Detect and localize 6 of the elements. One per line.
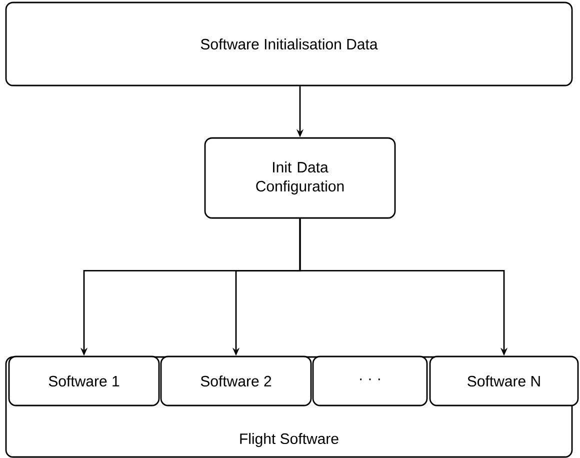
process-box: Software Initialisation Data — [5, 2, 573, 86]
process-box: Init Data Configuration — [204, 137, 396, 219]
process-box: Software 1 — [8, 356, 160, 406]
process-box: Software N — [429, 356, 579, 406]
process-box: Software 2 — [160, 356, 312, 406]
process-box: · · · — [312, 356, 428, 406]
